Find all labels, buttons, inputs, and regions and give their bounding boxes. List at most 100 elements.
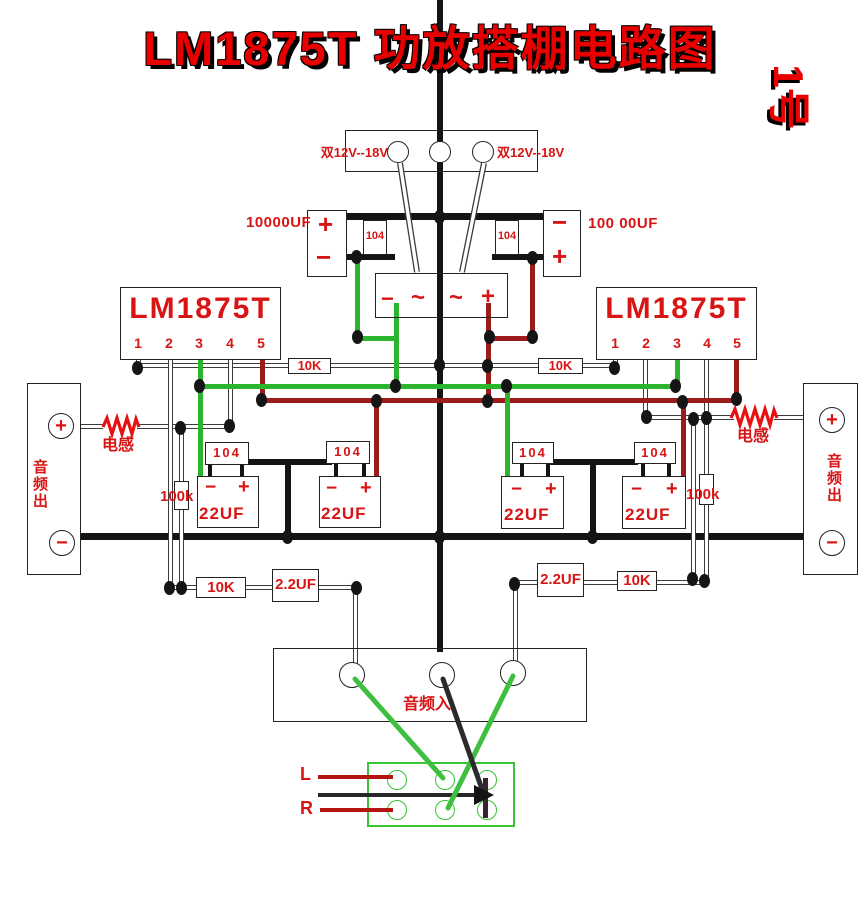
junction-dot xyxy=(351,581,362,595)
top-ground-bus xyxy=(345,213,545,220)
bias-resistor-left-label: 10K xyxy=(297,358,322,373)
electrolytic-b-minus: − xyxy=(326,478,338,499)
chip-left-pin1: 1 xyxy=(134,335,142,351)
junction-dot xyxy=(641,410,652,424)
electrolytic-b xyxy=(319,476,381,528)
minus-sign: − xyxy=(56,531,68,554)
decoupling-drop-right xyxy=(590,459,596,538)
left-channel-label: L xyxy=(300,764,311,784)
junction-dot xyxy=(434,530,445,544)
bypass-cap-left-label: 104 xyxy=(365,230,385,242)
junction-dot xyxy=(609,361,620,375)
film-cap-c xyxy=(512,442,554,464)
junction-dot xyxy=(371,394,382,408)
source-pin xyxy=(435,800,455,820)
filter-cap-right-minus: − xyxy=(552,207,568,237)
cap-right-plus-link xyxy=(492,254,543,260)
feedback-resistor-left-label: 100k xyxy=(160,488,194,505)
chip-left-pin4: 4 xyxy=(226,335,234,351)
electrolytic-d-minus: − xyxy=(631,479,643,500)
junction-dot xyxy=(527,251,538,265)
power-connector xyxy=(345,130,538,172)
junction-dot xyxy=(701,411,712,425)
film-cap-a-label: 104 xyxy=(213,445,241,460)
bias-resistor-right xyxy=(538,358,583,374)
junction-dot xyxy=(132,361,143,375)
junction-dot xyxy=(282,530,293,544)
electrolytic-b-label: 22UF xyxy=(321,504,367,523)
input-cap-left xyxy=(272,569,319,602)
pin3-wire-left xyxy=(198,360,203,479)
cap-left-minus-link xyxy=(345,254,395,260)
junction-dot xyxy=(176,581,187,595)
junction-dot xyxy=(194,379,205,393)
cap-leg xyxy=(362,463,366,477)
bridge-minus: − xyxy=(381,286,394,311)
junction-dot xyxy=(351,250,362,264)
chip-left xyxy=(120,287,281,360)
audio-in-label: 音频入 xyxy=(403,696,452,713)
input-wire-right xyxy=(515,580,707,585)
left-channel-wire xyxy=(318,775,393,779)
chip-right-pin1: 1 xyxy=(611,335,619,351)
plus-sign: + xyxy=(55,414,67,437)
cap-leg xyxy=(208,463,212,477)
audio-in-terminal-right xyxy=(500,660,526,686)
film-cap-c-label: 104 xyxy=(519,445,547,460)
junction-dot xyxy=(731,392,742,406)
input-resistor-left-label: 10K xyxy=(207,579,235,596)
junction-dot xyxy=(352,330,363,344)
minusv-wire xyxy=(394,303,399,391)
input-drop-right xyxy=(513,583,518,662)
bypass-cap-right-label: 104 xyxy=(497,230,517,242)
junction-dot xyxy=(434,358,445,372)
junction-dot xyxy=(670,379,681,393)
page-title: LM1875T 功放搭棚电路图 xyxy=(143,22,717,75)
film-cap-d xyxy=(634,442,676,464)
input-resistor-right xyxy=(617,571,657,591)
source-pin xyxy=(435,770,455,790)
filter-cap-left-label: 10000UF xyxy=(246,214,312,231)
pin5-wire-left xyxy=(260,360,265,403)
film-cap-b xyxy=(326,441,370,464)
bridge-rectifier xyxy=(375,273,508,318)
power-terminal xyxy=(472,141,494,163)
decoupling-drop-left xyxy=(285,459,291,538)
inductor-left-icon xyxy=(101,412,141,440)
chip-left-name: LM1875T xyxy=(129,292,272,325)
junction-dot xyxy=(482,359,493,373)
junction-dot xyxy=(687,572,698,586)
power-terminal xyxy=(387,141,409,163)
electrolytic-a-label: 22UF xyxy=(199,504,245,523)
minus-sign: − xyxy=(826,531,838,554)
board-number-badge: 1号 xyxy=(765,64,812,130)
junction-dot xyxy=(256,393,267,407)
audio-in-terminal-left xyxy=(339,662,365,688)
junction-dot xyxy=(677,395,688,409)
junction-dot xyxy=(482,394,493,408)
inductor-right-icon xyxy=(729,403,779,431)
bridge-ac2: ~ xyxy=(449,284,464,311)
pin4-line-left xyxy=(228,360,233,427)
cap-leg xyxy=(240,463,244,477)
minusv-rail xyxy=(200,384,677,389)
speaker-plus-wire-right xyxy=(774,415,804,420)
plusv-drop-b xyxy=(374,400,379,479)
electrolytic-d-plus: + xyxy=(666,478,678,500)
junction-dot xyxy=(527,330,538,344)
bias-resistor-left xyxy=(288,358,331,374)
cap-leg xyxy=(546,463,550,477)
chip-right-pin4: 4 xyxy=(703,335,711,351)
audio-out-left-minus-terminal: − xyxy=(49,530,75,556)
junction-dot xyxy=(699,574,710,588)
bypass-cap-left xyxy=(363,220,387,255)
connector-stub xyxy=(483,778,488,818)
source-pin xyxy=(387,770,407,790)
right-channel-label: R xyxy=(300,798,313,818)
electrolytic-a-plus: + xyxy=(238,476,250,498)
pin3-wire-right xyxy=(675,360,680,386)
junction-dot xyxy=(175,421,186,435)
cap-leg xyxy=(520,463,524,477)
plusv-drop-d xyxy=(681,402,686,479)
